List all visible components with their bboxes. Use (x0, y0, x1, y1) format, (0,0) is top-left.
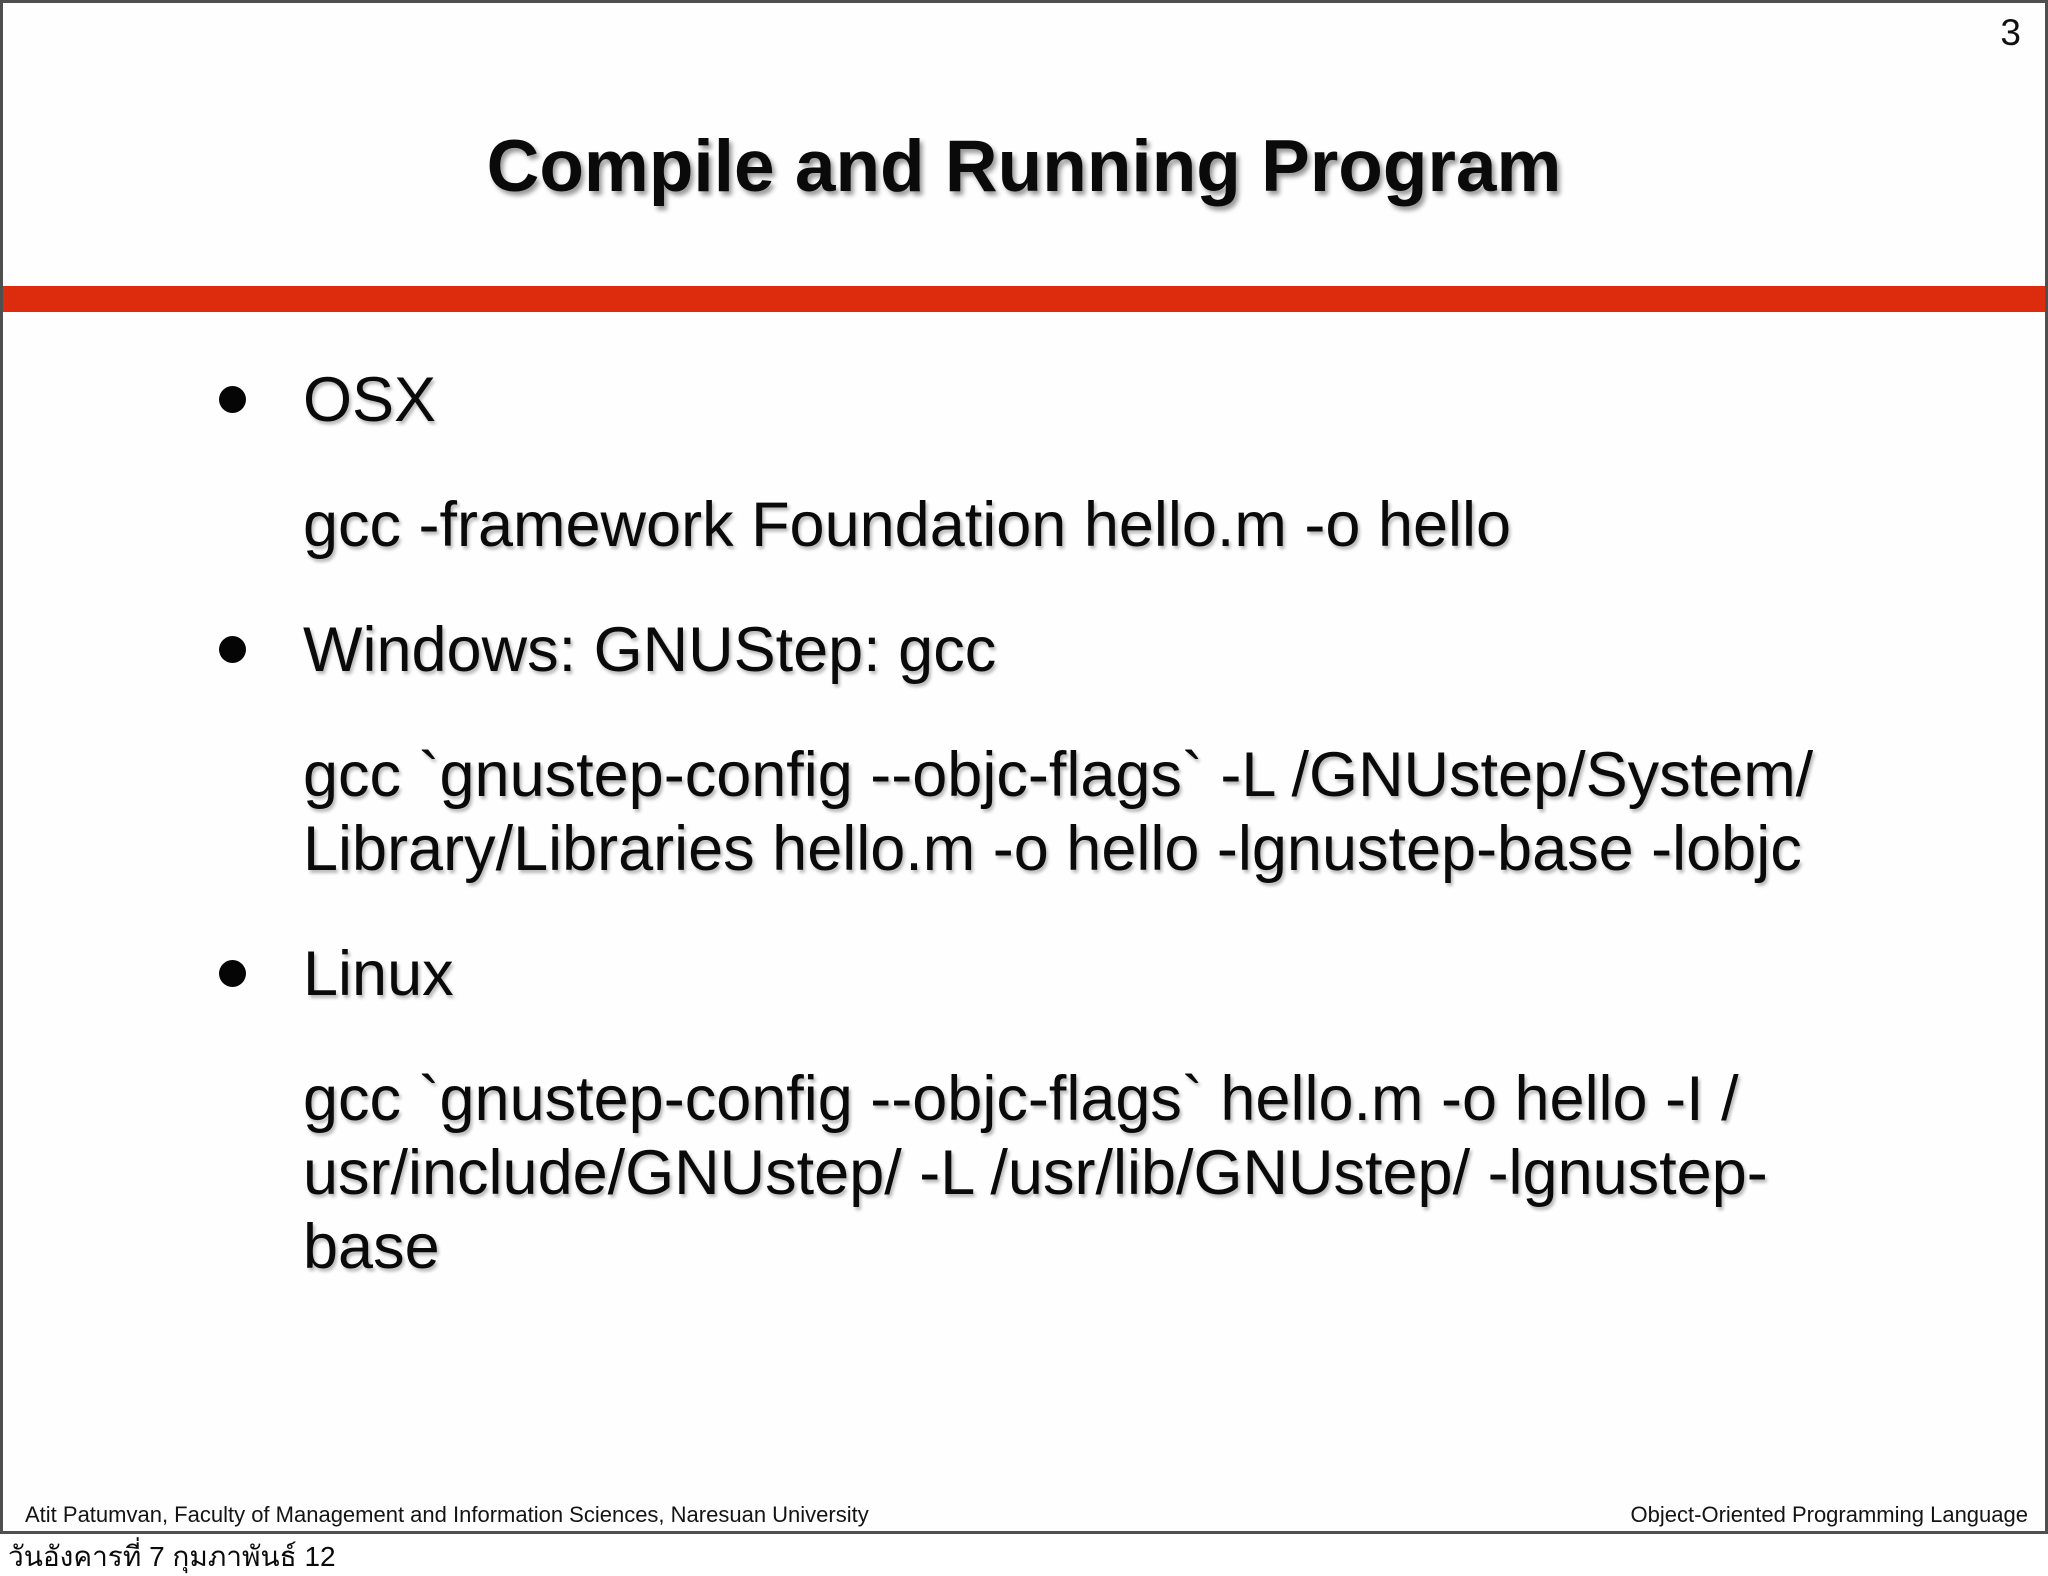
date-stamp: วันอังคารที่ 7 กุมภาพันธ์ 12 (8, 1541, 336, 1572)
bullet-text: Linux (303, 939, 454, 1009)
accent-bar (3, 286, 2045, 312)
bullet-item-windows: Windows: GNUStep: gcc (3, 613, 2045, 687)
command-text-line: gcc -framework Foundation hello.m -o hel… (303, 490, 1512, 560)
slide-footer: Atit Patumvan, Faculty of Management and… (25, 1502, 2028, 1528)
command-text-line: usr/include/GNUstep/ -L /usr/lib/GNUstep… (303, 1138, 1768, 1208)
slide-body: OSX gcc -framework Foundation hello.m -o… (3, 363, 2045, 1335)
bullet-dot-icon (219, 386, 246, 413)
command-osx: gcc -framework Foundation hello.m -o hel… (3, 488, 2045, 562)
footer-author: Atit Patumvan, Faculty of Management and… (25, 1501, 869, 1527)
command-text-line: gcc `gnustep-config --objc-flags` hello.… (303, 1064, 1739, 1134)
command-linux: gcc `gnustep-config --objc-flags` hello.… (3, 1062, 2045, 1284)
bullet-item-osx: OSX (3, 363, 2045, 437)
footer-course: Object-Oriented Programming Language (1630, 1501, 2028, 1527)
bullet-text: Windows: GNUStep: gcc (303, 615, 997, 685)
bullet-text: OSX (303, 365, 437, 435)
bullet-dot-icon (219, 960, 246, 987)
slide: 3 Compile and Running Program OSX gcc -f… (0, 0, 2048, 1534)
slide-title: Compile and Running Program (486, 126, 1562, 207)
bullet-dot-icon (219, 636, 246, 663)
page-number: 3 (2000, 12, 2021, 53)
command-text-line: base (303, 1212, 440, 1282)
command-text-line: gcc `gnustep-config --objc-flags` -L /GN… (303, 740, 1814, 810)
bullet-item-linux: Linux (3, 937, 2045, 1011)
command-text-line: Library/Libraries hello.m -o hello -lgnu… (303, 814, 1802, 884)
command-windows: gcc `gnustep-config --objc-flags` -L /GN… (3, 738, 2045, 886)
